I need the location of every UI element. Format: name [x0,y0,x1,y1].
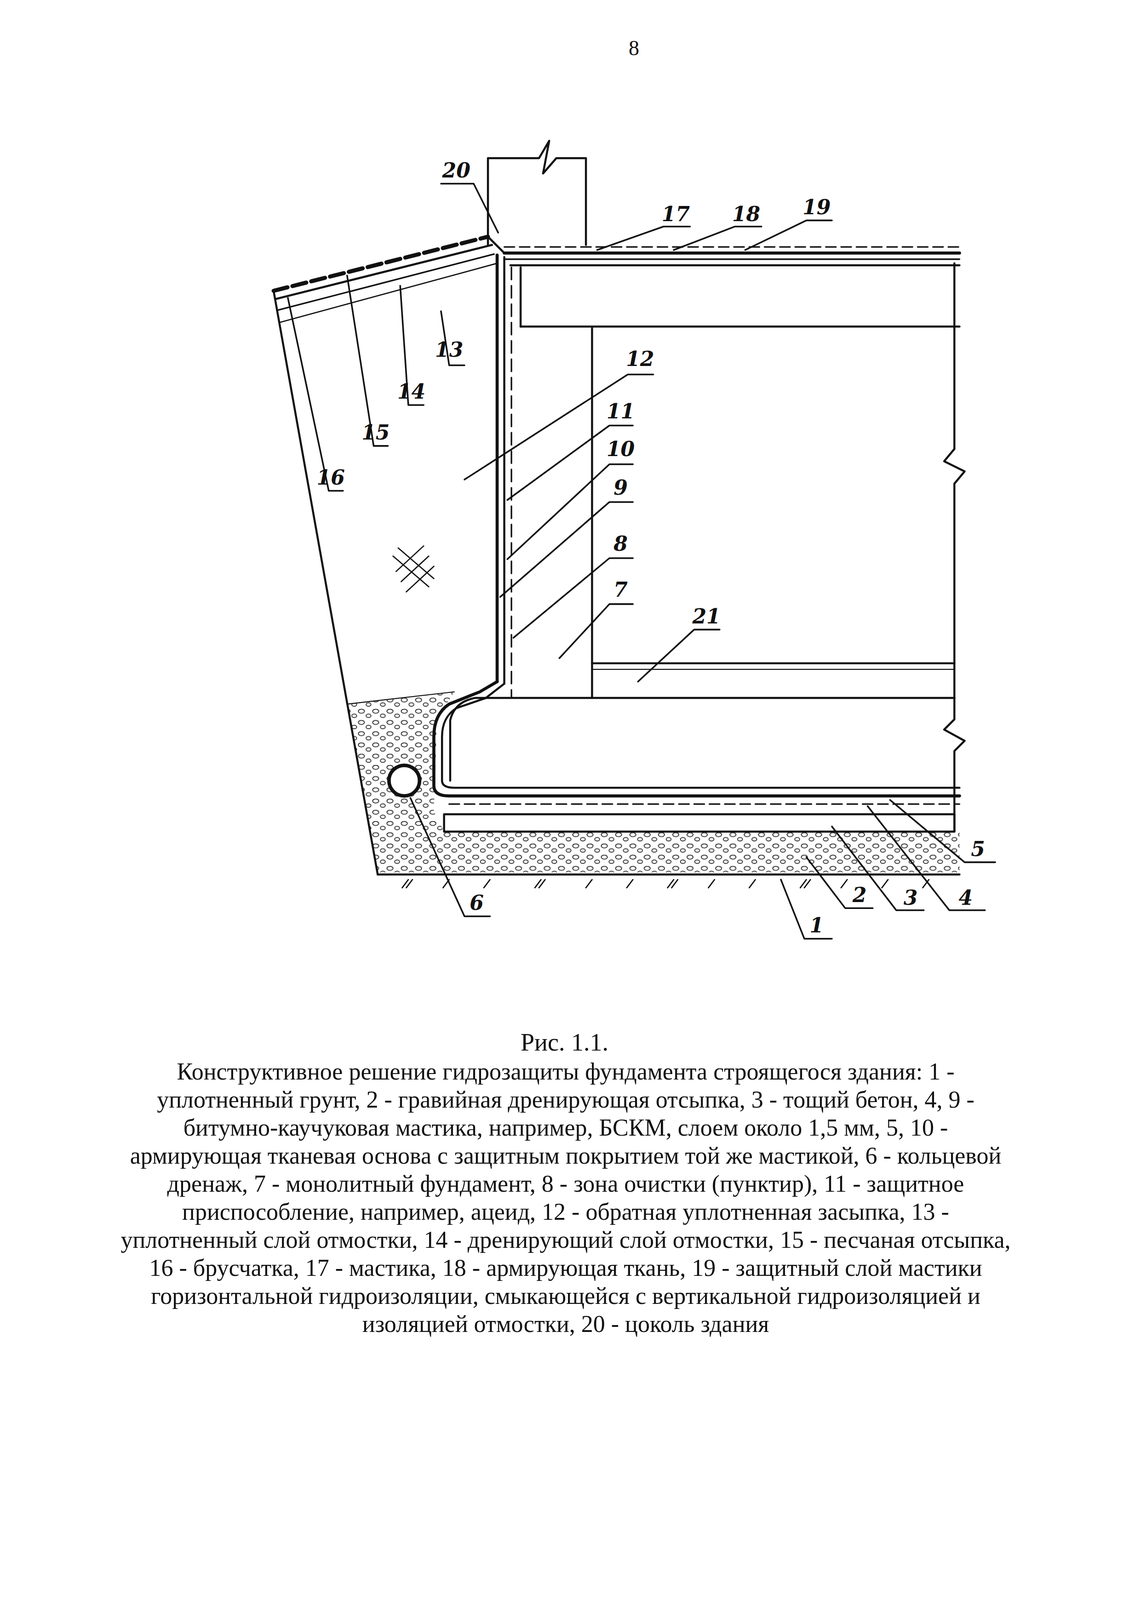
drawing-stroke [510,267,512,699]
callout-number: 15 [359,421,392,444]
callout-number: 19 [800,196,833,219]
drawing-stroke [393,545,435,592]
callout-number: 6 [467,892,486,915]
drawing-stroke [441,683,960,788]
drawing-stroke [831,826,924,911]
drawing-stroke [433,681,960,797]
callout-number: 10 [604,438,637,461]
callout-number: 1 [807,914,826,937]
drawing-stroke [513,558,634,638]
callout-number: 18 [730,203,763,226]
callout-number: 9 [611,476,630,499]
drawing-stroke [406,879,811,889]
figure-caption: Конструктивное решение гидрозащиты фунда… [114,1057,1017,1339]
callout-number: 5 [968,838,987,861]
drawing-stroke [519,267,522,327]
callout-number: 2 [850,884,869,907]
figure-title: Рис. 1.1. [0,1028,1129,1057]
drawing-stroke [441,183,499,233]
callout-number: 4 [957,887,975,910]
drawing-stroke [287,183,996,939]
drawing-stroke [347,692,960,873]
callout-number: 13 [433,338,465,362]
drawing-stroke [500,502,634,597]
drawing-stroke [279,263,498,323]
drawing-stroke [347,692,455,705]
callout-number: 8 [611,532,630,556]
drawing-stroke [673,226,762,251]
drawing-stroke [410,798,490,917]
drawing-stroke [591,662,955,665]
drawing-stroke [510,264,960,267]
drawing-stroke [806,857,873,909]
drawing-stroke [449,803,960,805]
drawing-stroke [273,291,378,875]
drawing-stroke [450,698,955,781]
drawing-stroke [507,464,633,560]
drawing-stroke [504,246,960,248]
drawing-stroke [590,326,593,699]
drawing-stroke [487,236,505,254]
drawing-stroke [389,765,420,797]
drawing-stroke [273,140,996,940]
drawing-stroke [402,879,929,889]
drawing-stroke [780,879,832,940]
callout-number: 3 [901,887,920,910]
drawing-stroke [637,629,720,682]
drawing-stroke [287,298,344,491]
callout-number: 12 [624,348,656,371]
callout-number: 21 [690,605,723,628]
drawing-stroke [944,698,965,832]
callout-number: 7 [611,578,630,602]
drawing-stroke [944,263,965,699]
callout-number: 20 [440,159,473,182]
callout-number: 17 [659,203,692,226]
drawing-stroke [347,275,389,447]
drawing-stroke [520,325,960,328]
drawing-stroke [504,251,960,255]
callout-number: 14 [395,380,428,403]
drawing-stroke [487,140,586,245]
page-number: 8 [628,35,640,61]
drawing-stroke [275,245,493,300]
drawing-stroke [503,257,505,684]
drawing-stroke [889,800,996,863]
drawing-stroke [591,669,955,671]
drawing-stroke [402,879,929,889]
drawing-stroke [559,604,633,659]
drawing-stroke [597,226,691,251]
drawing-stroke [277,254,495,311]
drawing-stroke [444,814,955,832]
drawing-stroke [495,255,499,682]
drawing-stroke [377,873,960,876]
drawing-stroke [504,258,960,260]
drawing-stroke [507,425,633,500]
callout-number: 16 [315,466,347,489]
callout-number: 11 [604,400,637,423]
